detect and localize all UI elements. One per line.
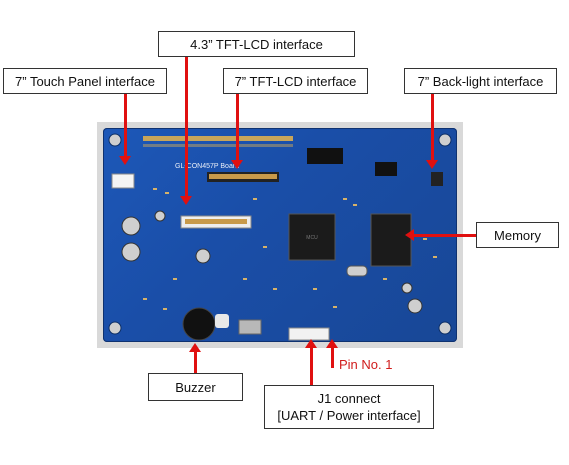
label-tft-7: 7” TFT-LCD interface (223, 68, 368, 94)
pcb-board: MCU (103, 128, 457, 342)
board-photo: MCU (97, 122, 463, 348)
label-tft-43-text: 4.3” TFT-LCD interface (190, 36, 323, 52)
arrow-touch7-head (119, 156, 131, 165)
label-backlight-7-text: 7” Back-light interface (417, 73, 544, 89)
label-memory: Memory (476, 222, 559, 248)
arrow-pin1-line (331, 348, 334, 368)
arrow-backlight7-line (431, 94, 434, 162)
arrow-buzzer-head (189, 343, 201, 352)
label-buzzer: Buzzer (148, 373, 243, 401)
arrow-tft7-line (236, 94, 239, 162)
label-pin1: Pin No. 1 (339, 357, 393, 372)
board-silkscreen: GL-CON457P Board (175, 163, 239, 170)
arrow-memory-head (405, 229, 414, 241)
label-buzzer-text: Buzzer (175, 379, 216, 395)
arrow-j1-head (305, 339, 317, 348)
arrow-backlight7-head (426, 160, 438, 169)
label-j1-line1: J1 connect (317, 391, 381, 406)
svg-text:MCU: MCU (306, 235, 318, 241)
label-touch-7: 7” Touch Panel interface (3, 68, 167, 94)
arrow-memory-line (414, 234, 476, 237)
arrow-pin1-head (326, 339, 338, 348)
arrow-tft7-head (231, 160, 243, 169)
label-j1: J1 connect [UART / Power interface] (264, 385, 434, 429)
pcb-drawing: MCU (108, 133, 452, 341)
label-j1-line2: [UART / Power interface] (277, 408, 421, 423)
arrow-buzzer-line (194, 352, 197, 373)
arrow-tft43-head (180, 196, 192, 205)
arrow-tft43-line (185, 57, 188, 198)
arrow-touch7-line (124, 94, 127, 158)
label-memory-text: Memory (494, 227, 541, 243)
label-backlight-7: 7” Back-light interface (404, 68, 557, 94)
label-touch-7-text: 7” Touch Panel interface (15, 73, 155, 89)
arrow-j1-line (310, 348, 313, 385)
label-tft-7-text: 7” TFT-LCD interface (234, 73, 357, 89)
label-tft-43: 4.3” TFT-LCD interface (158, 31, 355, 57)
